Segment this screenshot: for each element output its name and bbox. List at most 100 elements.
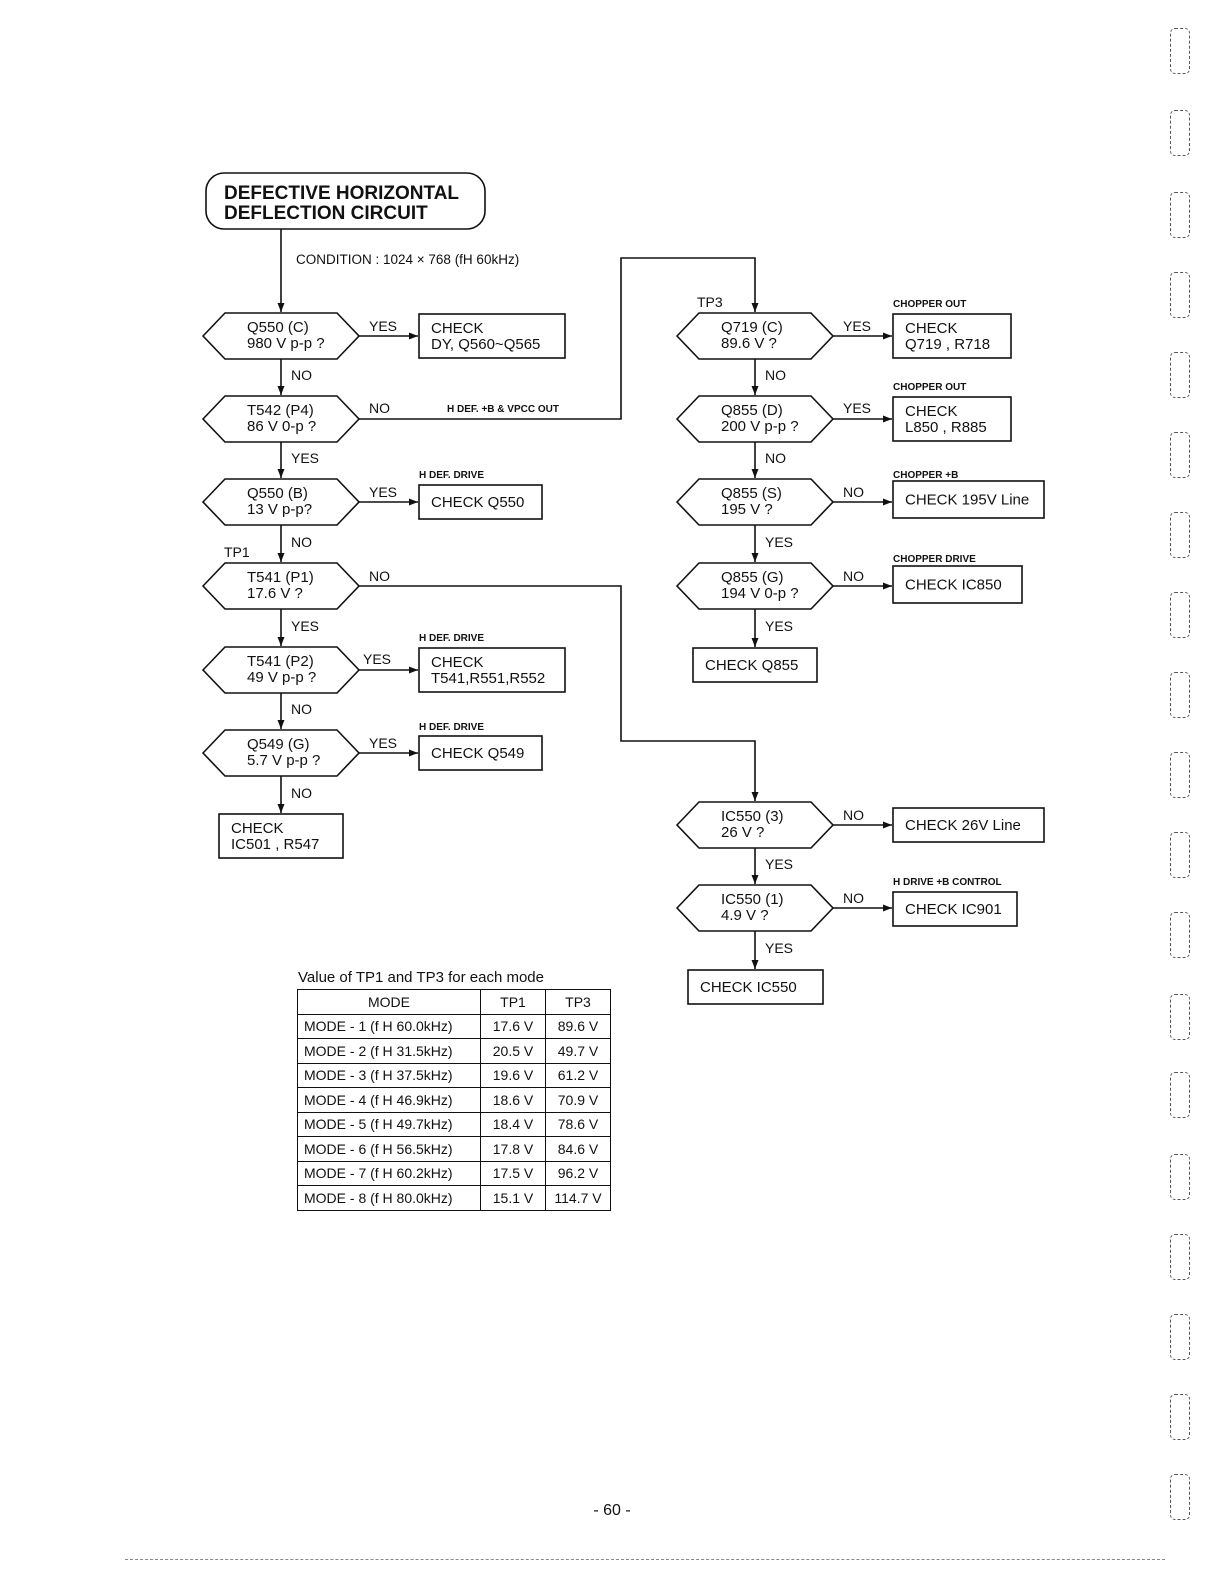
action-box-b1 [418, 313, 566, 359]
binder-hole [1170, 1072, 1190, 1118]
condition-text: CONDITION : 1024 × 768 (fH 60kHz) [296, 252, 519, 267]
mode-table: MODE TP1 TP3 MODE - 1 (f H 60.0kHz)17.6 … [297, 989, 611, 1211]
title-box [205, 172, 486, 230]
decision-d5 [201, 646, 361, 694]
cell-tp1: 15.1 V [480, 1185, 546, 1211]
action-box-b12 [892, 891, 1018, 927]
action-label: CHECK Q855 [705, 657, 798, 674]
action-label: IC501 , R547 [231, 836, 319, 853]
edge-label-yes: YES [369, 318, 397, 334]
action-label: CHECK IC901 [905, 901, 1002, 918]
edge-label-yes: YES [843, 318, 871, 334]
cell-mode: MODE - 1 (f H 60.0kHz) [297, 1013, 481, 1039]
signal-tag: CHOPPER +B [893, 470, 958, 481]
cell-tp1: 20.5 V [480, 1038, 546, 1064]
title-line: DEFECTIVE HORIZONTAL [224, 183, 459, 204]
action-label: CHECK [231, 820, 284, 837]
table-caption: Value of TP1 and TP3 for each mode [298, 969, 544, 986]
test-point-tp3: TP3 [697, 294, 723, 310]
decision-label: 4.9 V ? [721, 907, 769, 924]
decision-label: Q855 (D) [721, 402, 783, 419]
signal-tag: H DEF. DRIVE [419, 722, 484, 733]
decision-label: 980 V p-p ? [247, 335, 325, 352]
decision-label: 86 V 0-p ? [247, 418, 316, 435]
decision-label: T541 (P1) [247, 569, 314, 586]
binder-hole [1170, 1474, 1190, 1520]
title-line: DEFLECTION CIRCUIT [224, 203, 428, 224]
test-point-tp1: TP1 [224, 544, 250, 560]
binder-hole [1170, 1234, 1190, 1280]
action-label: CHECK 195V Line [905, 492, 1029, 509]
edge-label-yes: YES [369, 484, 397, 500]
decision-d11 [675, 801, 835, 849]
action-box-b7 [892, 396, 1012, 442]
decision-d9 [675, 478, 835, 526]
action-box-b4 [418, 735, 543, 771]
edge-label-no: NO [765, 450, 786, 466]
decision-d7 [675, 312, 835, 360]
action-label: CHECK Q550 [431, 494, 524, 511]
cell-tp3: 70.9 V [545, 1087, 611, 1113]
action-box-b13 [687, 969, 824, 1005]
cell-tp1: 19.6 V [480, 1062, 546, 1088]
action-label: CHECK IC850 [905, 577, 1002, 594]
cell-tp1: 18.4 V [480, 1111, 546, 1137]
signal-tag: CHOPPER DRIVE [893, 554, 976, 565]
signal-tag: H DEF. +B & VPCC OUT [447, 404, 559, 415]
cell-tp3: 114.7 V [545, 1185, 611, 1211]
decision-label: 200 V p-p ? [721, 418, 799, 435]
decision-d10 [675, 562, 835, 610]
cell-tp3: 89.6 V [545, 1013, 611, 1039]
binder-hole [1170, 752, 1190, 798]
action-label: DY, Q560~Q565 [431, 336, 540, 353]
action-label: CHECK IC550 [700, 979, 797, 996]
cell-tp3: 96.2 V [545, 1160, 611, 1186]
cell-mode: MODE - 2 (f H 31.5kHz) [297, 1038, 481, 1064]
edge-label-no: NO [843, 807, 864, 823]
column-header-tp3: TP3 [545, 989, 611, 1015]
signal-tag: H DEF. DRIVE [419, 470, 484, 481]
action-box-b9 [892, 565, 1023, 604]
edge-label-no: NO [843, 890, 864, 906]
binder-hole [1170, 912, 1190, 958]
binder-hole [1170, 192, 1190, 238]
cell-mode: MODE - 8 (f H 80.0kHz) [297, 1185, 481, 1211]
edge-label-yes: YES [765, 940, 793, 956]
decision-label: 195 V ? [721, 501, 773, 518]
action-box-b2 [418, 484, 543, 520]
action-label: CHECK Q549 [431, 745, 524, 762]
signal-tag: H DEF. DRIVE [419, 633, 484, 644]
decision-label: Q855 (S) [721, 485, 782, 502]
page-number: - 60 - [593, 1502, 631, 1519]
cell-tp1: 17.8 V [480, 1136, 546, 1162]
decision-label: Q549 (G) [247, 736, 310, 753]
edge-label-yes: YES [765, 618, 793, 634]
action-label: CHECK [905, 403, 958, 420]
action-box-b3 [418, 647, 566, 693]
action-label: L850 , R885 [905, 419, 987, 436]
edge-label-no: NO [843, 484, 864, 500]
cell-mode: MODE - 7 (f H 60.2kHz) [297, 1160, 481, 1186]
decision-d12 [675, 884, 835, 932]
edge-label-yes: YES [765, 534, 793, 550]
table-header-row: MODE TP1 TP3 [297, 989, 611, 1015]
cell-tp3: 49.7 V [545, 1038, 611, 1064]
binder-hole [1170, 512, 1190, 558]
cell-tp1: 17.5 V [480, 1160, 546, 1186]
action-box-b10 [692, 647, 818, 683]
action-box-b8 [892, 480, 1045, 519]
binder-hole [1170, 1314, 1190, 1360]
decision-label: 5.7 V p-p ? [247, 752, 320, 769]
signal-tag: CHOPPER OUT [893, 382, 966, 393]
edge-label-yes: YES [843, 400, 871, 416]
binder-hole [1170, 352, 1190, 398]
edge-label-yes: YES [291, 618, 319, 634]
decision-d2 [201, 395, 361, 443]
action-label: CHECK [431, 320, 484, 337]
decision-d4 [201, 562, 361, 610]
decision-label: Q550 (C) [247, 319, 309, 336]
decision-d1 [201, 312, 361, 360]
